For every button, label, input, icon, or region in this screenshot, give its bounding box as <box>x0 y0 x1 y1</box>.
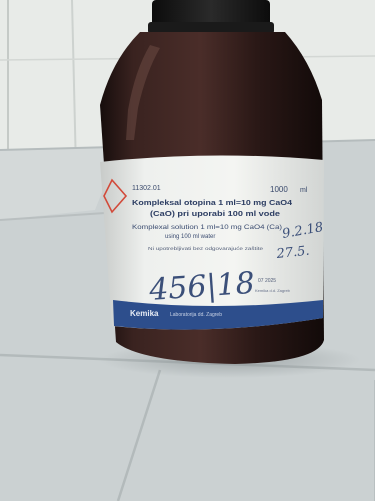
bottle-cap <box>148 0 274 34</box>
handwritten-date-bottom: 27.5. <box>275 244 310 262</box>
label-title-line1: Kompleksal otopina 1 ml=10 mg CaO4 <box>132 198 292 207</box>
label-text-group: 11302.01 1000 ml Kompleksal otopina 1 ml… <box>130 185 308 318</box>
label-lot: 07 2025 <box>258 278 276 284</box>
bottle-label <box>100 155 324 330</box>
label-code: 11302.01 <box>132 185 161 192</box>
hazard-diamond-icon <box>103 178 128 214</box>
label-title-line2: (CaO) pri uporabi 100 ml vode <box>150 209 280 218</box>
label-volume: 1000 <box>270 185 288 194</box>
handwritten-number: 456|18 <box>147 266 256 308</box>
label-subtitle-line1: Komplexal solution 1 ml=10 mg CaO4 (Ca) <box>132 225 282 231</box>
label-subtitle-line2: using 100 ml water <box>165 234 215 240</box>
handwriting-group: 456|18 9.2.18 27.5. <box>147 220 324 308</box>
handwritten-date-top: 9.2.18 <box>281 220 324 242</box>
label-brand: Kemika <box>130 309 159 318</box>
label-volume-unit: ml <box>300 187 308 194</box>
label-fineprint: Kemika d.d. Zagreb <box>255 288 291 293</box>
label-brand-tagline: Laboratorija dd. Zagreb <box>170 312 222 318</box>
brand-band <box>113 300 323 330</box>
label-note: Ni upotrebljivati bez odgovarajuće zašti… <box>148 246 264 251</box>
glass-highlight <box>126 45 160 140</box>
